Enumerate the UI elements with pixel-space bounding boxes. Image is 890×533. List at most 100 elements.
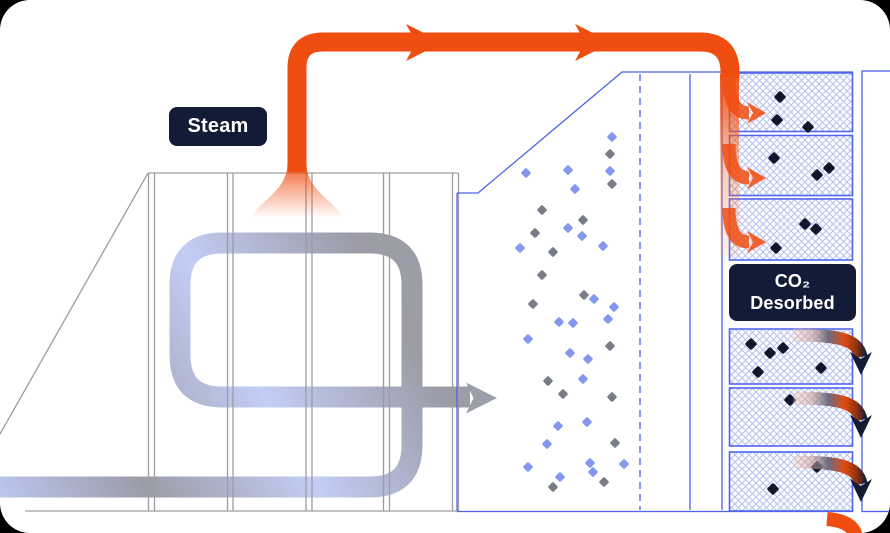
air-loop-path [0,232,470,498]
co2-out-arrowhead-icon [850,479,872,502]
air-particle [555,472,565,482]
steam-hook-arrow [722,143,750,185]
air-particle [542,439,552,449]
steam-pipe [287,24,740,256]
air-particle [577,231,587,241]
air-particle [605,341,615,351]
air-particle [523,462,533,472]
air-particle [583,354,593,364]
co2-particle [811,169,823,181]
steam-hook-arrowhead-icon [747,102,766,124]
co2-particle [764,347,776,359]
air-particle [537,270,547,280]
steam-injection-arrows [722,78,766,253]
air-particle [565,348,575,358]
machine-fin [382,173,391,511]
co2-particle [823,162,835,174]
air-particle [578,374,588,384]
co2-out-arrows [792,328,872,502]
air-particle [578,215,588,225]
machine-fin [226,173,234,511]
machine-fin [305,173,313,511]
air-particle [548,247,558,257]
air-particle [563,223,573,233]
co2-particle [777,342,789,354]
air-particle [515,243,525,253]
co2-particle [752,366,764,378]
machine-outline [0,172,460,512]
co2-out-arrow [792,328,868,359]
air-particle [610,438,620,448]
air-particle [589,294,599,304]
flow-chevron-icon [575,24,612,61]
absorber-panel [728,198,854,261]
air-particle [530,228,540,238]
particle-scatter [515,132,629,492]
air-particle [609,302,619,312]
air-particle [582,417,592,427]
co2-particle [799,218,811,230]
co2-particle [774,91,786,103]
steam-hook-arrowhead-icon [747,167,766,189]
air-loop-tube [0,232,497,498]
co2-out-arrowhead-icon [850,415,872,438]
air-particle [607,392,617,402]
air-particle [588,467,598,477]
air-particle [568,318,578,328]
steam-hook-arrow [722,78,750,120]
co2-out-arrow [792,391,868,422]
steam-pipe-main [287,32,740,172]
co2-particle [770,242,782,254]
machine-sloped-edge [0,172,149,435]
air-particle [528,299,538,309]
co2-out-arrow [792,455,868,486]
chamber-outline [456,70,890,513]
air-particle [619,459,629,469]
co2-particle [771,114,783,126]
air-particle [548,482,558,492]
co2-particle [810,223,822,235]
co2-particle [784,394,796,406]
co2-label-line1: CO₂ [774,270,811,291]
air-particle [521,168,531,178]
co2-particle [815,362,827,374]
steam-hook-arrowhead-icon [747,231,766,253]
air-particle [607,132,617,142]
machine-fin [451,173,460,511]
air-particle [585,458,595,468]
co2-particle [768,152,780,164]
air-particle [605,166,615,176]
air-particle [603,314,613,324]
absorber-panel [728,134,854,197]
air-particle [553,421,563,431]
air-particle [523,334,533,344]
machine-fin [147,173,156,511]
air-particle [543,376,553,386]
air-particle [605,149,615,159]
air-particle [558,389,568,399]
air-particle [598,241,608,251]
air-particle [579,290,589,300]
steam-label: Steam [169,107,267,146]
co2-particle [802,121,814,133]
co2-out-arrowhead-icon [850,352,872,375]
co2-particle [767,483,779,495]
next-panel-column [861,70,890,513]
co2-label-line2: Desorbed [750,292,835,313]
air-flow-arrow-icon [466,382,497,414]
air-particle [607,179,617,189]
absorber-panels [728,72,854,512]
air-particle [554,317,564,327]
air-particle [537,205,547,215]
air-particle [570,184,580,194]
flow-chevron-icon [406,24,443,61]
steam-funnel [251,163,343,217]
co2-drain-pipe [826,512,863,533]
steam-label-text: Steam [187,115,249,137]
co2-particle [745,338,757,350]
air-particle [563,165,573,175]
co2-desorbed-label: CO₂ Desorbed [729,264,856,321]
air-particle [599,477,609,487]
